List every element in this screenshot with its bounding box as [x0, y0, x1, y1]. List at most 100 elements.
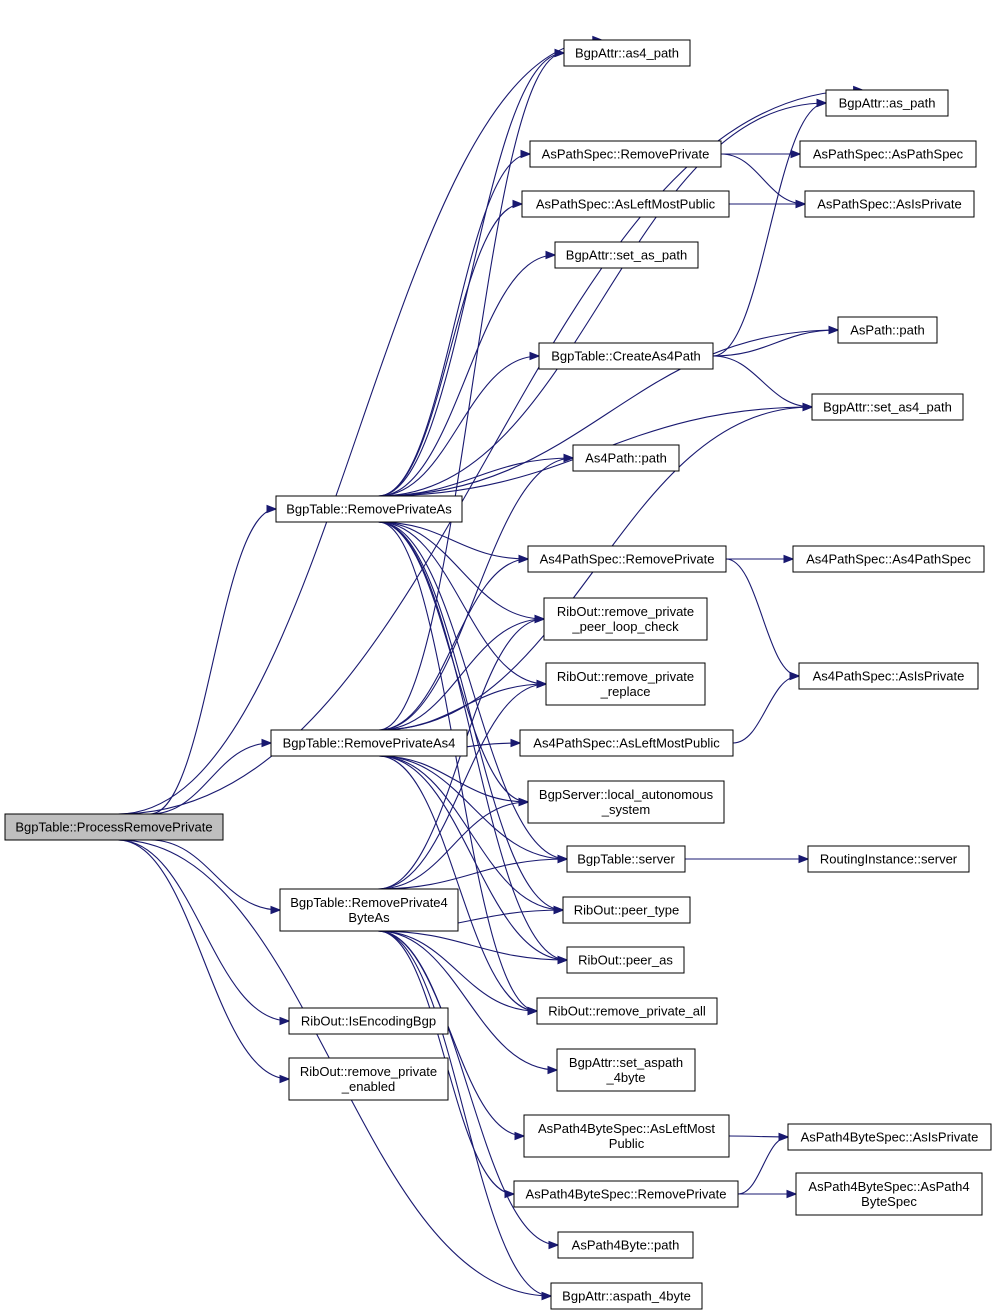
node-bgpattr-set-as-path[interactable]: BgpAttr::set_as_path — [554, 241, 699, 269]
node-label: BgpTable::RemovePrivateAs4 — [283, 736, 456, 751]
node-ribout-peer-type[interactable]: RibOut::peer_type — [562, 896, 691, 924]
node-bgptable-removeprivateas4[interactable]: BgpTable::RemovePrivateAs4 — [270, 729, 468, 757]
call-edge — [378, 521, 530, 564]
call-edge — [377, 930, 559, 1075]
node-box — [519, 729, 734, 757]
node-routinginstance-server[interactable]: RoutingInstance::server — [807, 845, 970, 873]
node-label: BgpTable::RemovePrivateAs — [286, 502, 452, 517]
arrowhead-icon — [554, 48, 566, 58]
node-box — [550, 1282, 703, 1310]
call-edge — [378, 614, 546, 731]
arrowhead-icon — [816, 98, 828, 108]
arrowhead-icon — [802, 402, 814, 412]
node-aspath4bytespec-asisprivate[interactable]: AsPath4ByteSpec::AsIsPrivate — [787, 1123, 992, 1151]
node-label: AsPathSpec::AsPathSpec — [813, 147, 964, 162]
node-box — [538, 342, 714, 370]
node-box — [270, 729, 468, 757]
node-bgptable-server[interactable]: BgpTable::server — [566, 845, 686, 873]
node-box — [523, 1114, 730, 1158]
node-bgptable-processremoveprivate[interactable]: BgpTable::ProcessRemovePrivate — [4, 813, 224, 841]
node-ribout-remove-private-enabled[interactable]: RibOut::remove_private_enabled — [288, 1057, 449, 1101]
arrowhead-icon — [518, 554, 530, 564]
call-edge — [117, 839, 291, 1026]
call-edge — [378, 679, 548, 731]
node-bgpattr-as-path[interactable]: BgpAttr::as_path — [825, 89, 949, 117]
node-label: BgpServer::local_autonomous — [539, 787, 714, 802]
arrowhead-icon — [527, 1006, 539, 1016]
node-box — [288, 1057, 449, 1101]
node-aspath4bytespec-asleftmostpublic[interactable]: AsPath4ByteSpec::AsLeftMostPublic — [523, 1114, 730, 1158]
node-label: BgpTable::server — [577, 852, 675, 867]
node-label: BgpAttr::as_path — [839, 96, 936, 111]
node-box — [536, 997, 718, 1025]
node-ribout-peer-as[interactable]: RibOut::peer_as — [566, 946, 685, 974]
node-label: _4byte — [605, 1070, 645, 1085]
arrowhead-icon — [778, 1132, 790, 1142]
node-as4pathspec-asleftmostpublic[interactable]: As4PathSpec::AsLeftMostPublic — [519, 729, 734, 757]
node-aspathspec-asleftmostpublic[interactable]: AsPathSpec::AsLeftMostPublic — [521, 190, 730, 218]
node-ribout-remove-private-peer-loop-check[interactable]: RibOut::remove_private_peer_loop_check — [543, 597, 708, 641]
node-box — [792, 545, 985, 573]
node-bgpattr-set-as4-path[interactable]: BgpAttr::set_as4_path — [811, 393, 964, 421]
arrowhead-icon — [520, 149, 532, 159]
node-label: BgpAttr::set_as4_path — [823, 400, 952, 415]
arrowhead-icon — [548, 1240, 560, 1250]
node-box — [804, 190, 975, 218]
arrowhead-icon — [557, 854, 569, 864]
arrowhead-icon — [553, 905, 565, 915]
node-box — [572, 444, 680, 472]
node-as4path-path[interactable]: As4Path::path — [572, 444, 680, 472]
node-bgpattr-set-aspath-4byte[interactable]: BgpAttr::set_aspath_4byte — [556, 1048, 696, 1092]
arrowhead-icon — [279, 1074, 291, 1084]
node-aspath4bytespec-aspath4bytespec[interactable]: AsPath4ByteSpec::AsPath4ByteSpec — [795, 1172, 983, 1216]
node-box — [795, 1172, 983, 1216]
node-bgptable-createas4path[interactable]: BgpTable::CreateAs4Path — [538, 342, 714, 370]
node-as4pathspec-removeprivate[interactable]: As4PathSpec::RemovePrivate — [527, 545, 727, 573]
node-label: AsPathSpec::RemovePrivate — [542, 147, 710, 162]
node-box — [566, 845, 686, 873]
call-edge — [377, 930, 539, 1016]
node-label: AsPath4ByteSpec::AsIsPrivate — [801, 1130, 979, 1145]
node-label: RibOut::remove_private — [300, 1064, 437, 1079]
call-edge — [378, 755, 530, 807]
arrowhead-icon — [518, 797, 530, 807]
call-edge — [720, 153, 807, 209]
call-edge — [377, 930, 560, 1250]
node-aspathspec-asisprivate[interactable]: AsPathSpec::AsIsPrivate — [804, 190, 975, 218]
call-edge — [149, 738, 273, 815]
node-as4pathspec-asisprivate[interactable]: As4PathSpec::AsIsPrivate — [798, 662, 979, 690]
node-aspath4bytespec-removeprivate[interactable]: AsPath4ByteSpec::RemovePrivate — [513, 1180, 739, 1208]
node-label: As4PathSpec::AsIsPrivate — [813, 669, 965, 684]
node-bgpattr-aspath-4byte[interactable]: BgpAttr::aspath_4byte — [550, 1282, 703, 1310]
node-label: RibOut::remove_private — [557, 669, 694, 684]
node-label: BgpAttr::set_aspath — [569, 1055, 683, 1070]
call-edge — [149, 504, 278, 815]
node-as4pathspec-as4pathspec[interactable]: As4PathSpec::As4PathSpec — [792, 545, 985, 573]
node-label: _replace — [600, 684, 651, 699]
call-edge — [685, 854, 810, 864]
node-ribout-isencodingbgp[interactable]: RibOut::IsEncodingBgp — [288, 1007, 449, 1035]
node-bgptable-removeprivateas[interactable]: BgpTable::RemovePrivateAs — [275, 495, 463, 523]
node-aspath4byte-path[interactable]: AsPath4Byte::path — [557, 1231, 694, 1259]
node-box — [562, 896, 691, 924]
node-box — [556, 1048, 696, 1092]
node-box — [566, 946, 685, 974]
call-edge — [720, 149, 802, 159]
node-ribout-remove-private-replace[interactable]: RibOut::remove_private_replace — [545, 662, 706, 706]
node-label: RibOut::peer_as — [578, 953, 673, 968]
node-bgpattr-as4-path[interactable]: BgpAttr::as4_path — [563, 39, 691, 67]
arrowhead-icon — [563, 453, 575, 463]
node-aspathspec-aspathspec[interactable]: AsPathSpec::AsPathSpec — [799, 140, 977, 168]
node-ribout-remove-private-all[interactable]: RibOut::remove_private_all — [536, 997, 718, 1025]
node-label: Public — [609, 1136, 645, 1151]
node-label: RibOut::IsEncodingBgp — [301, 1014, 436, 1029]
node-bgpserver-local-autonomous-system[interactable]: BgpServer::local_autonomous_system — [527, 780, 725, 824]
node-box — [543, 597, 708, 641]
node-box — [837, 316, 938, 344]
node-aspathspec-removeprivate[interactable]: AsPathSpec::RemovePrivate — [529, 140, 722, 168]
call-edge — [378, 48, 566, 497]
node-label: BgpAttr::as4_path — [575, 46, 679, 61]
node-aspath-path[interactable]: AsPath::path — [837, 316, 938, 344]
